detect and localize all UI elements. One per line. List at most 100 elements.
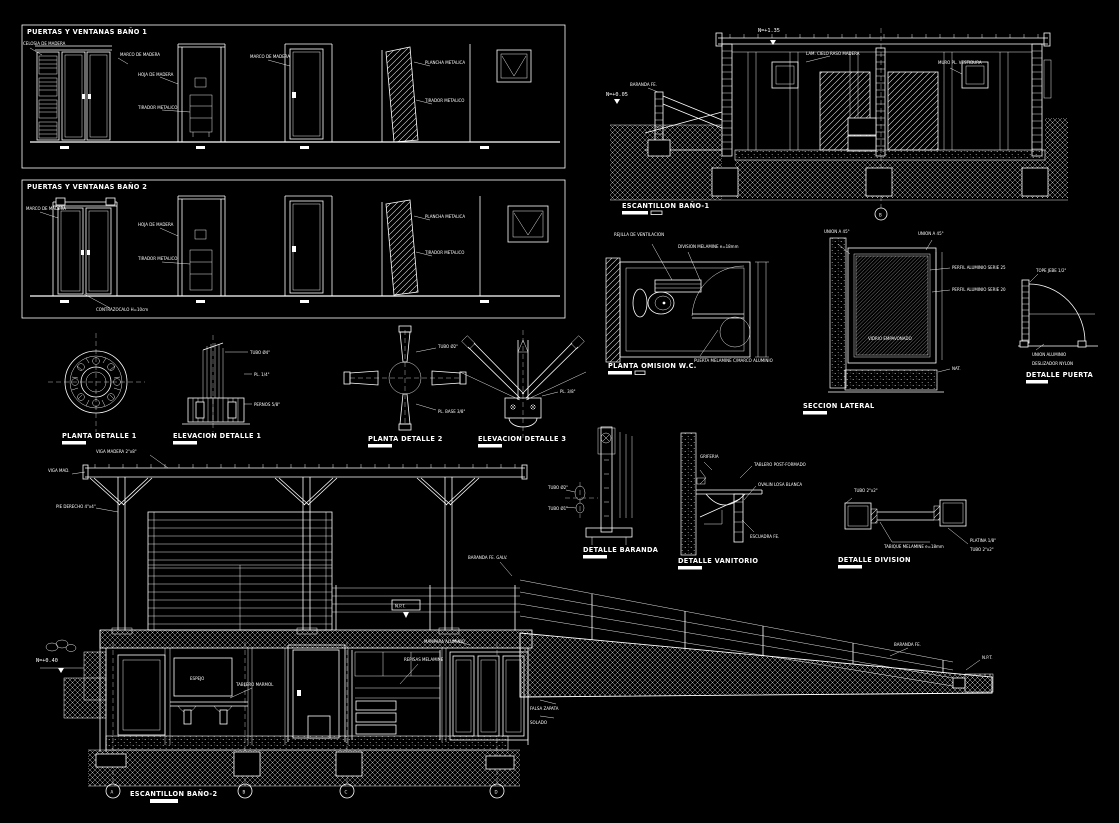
label: PL. 3/8" <box>560 389 576 394</box>
label: TIRADOR METALICO <box>137 105 177 110</box>
esc2-title: ESCANTILLON BAÑO-2 <box>130 789 217 798</box>
vanity-detail: GRIFERIA TABLERO POST-FORMADO OVALIN LOS… <box>678 432 806 570</box>
band2-title: PUERTAS Y VENTANAS BAÑO 2 <box>27 182 147 191</box>
column-base-plan-detail: PLANTA DETALLE 1 <box>48 333 145 445</box>
label: PLANCHA METALICA <box>425 60 465 65</box>
window-lateral-section: UNION A 45° UNION A 45° PERFIL ALUMINIO … <box>803 229 1006 415</box>
label: PUERTA MELAMINE C/MARCO ALUMINIO <box>694 358 773 363</box>
npt-label: N.P.T. <box>395 604 406 609</box>
label: TIRADOR METALICO <box>137 256 177 261</box>
label: VIGA MADERA 2"x8" <box>96 449 137 454</box>
label: CONTRAZOCALO H=10cm <box>96 307 148 312</box>
label: PIE DERECHO 4"x4" <box>56 504 96 509</box>
det-puerta-title: DETALLE PUERTA <box>1026 371 1094 379</box>
npt-ramp-label: N.P.T. <box>982 655 993 660</box>
label: PERFIL ALUMINIO SERIE 20 <box>952 287 1006 292</box>
label: UNION ALUMINIO <box>1032 352 1066 357</box>
entry-ramp: N=+0.05 BARANDA FE. <box>606 82 723 157</box>
label: VIGA MAD. <box>48 468 70 473</box>
railing-post-detail: TUBO Ø2" TUBO Ø1" DETALLE BARANDA <box>547 426 658 559</box>
panel-doors-windows-bath2: PUERTAS Y VENTANAS BAÑO 2 MARCO DE MADER… <box>21 179 566 319</box>
label: UNION A 45° <box>824 229 850 234</box>
label: VIDRIO EMPAVONADO <box>868 336 912 341</box>
building-section: ESPEJO TABLERO MARMOL REPISAS MELAMINE <box>99 629 533 752</box>
label: ESCUADRA FE. <box>750 534 779 539</box>
louver-screen <box>147 511 333 631</box>
window-elevation-2 <box>479 196 549 296</box>
label: BARANDA FE. <box>894 642 921 647</box>
planta-det1-title: PLANTA DETALLE 1 <box>62 432 137 440</box>
label: PLANCHA METALICA <box>425 214 465 219</box>
grid-bubble-d: D <box>495 790 498 795</box>
band1-title: PUERTAS Y VENTANAS BAÑO 1 <box>27 27 147 36</box>
label: TABLERO MARMOL <box>235 682 274 687</box>
left-terrain: N=+0.40 <box>36 639 107 719</box>
door-elevation-2: MARCO DE MADERA <box>250 43 333 142</box>
axis-bubble-label: B <box>879 213 882 218</box>
label: MAMPARA ALUMINIO <box>424 639 465 644</box>
label: DESLIZADOR NYLON <box>1032 361 1073 366</box>
pergola-columns: PIE DERECHO 4"x4" <box>56 477 480 635</box>
cross-connector-plan-detail: TUBO Ø2" PL. BASE 3/8" PLANTA DETALLE 2 <box>343 325 467 448</box>
door-panel-hatched-right <box>887 71 939 151</box>
label: PERFIL ALUMINIO SERIE 25 <box>952 265 1006 270</box>
label: SOLADO <box>530 720 547 725</box>
label: TABIQUE MELAMINE e=18mm <box>883 544 944 549</box>
brace-connection-elevation-detail: PL. 3/8" ELEVACION DETALLE 3 <box>459 330 587 448</box>
level-marker: N=+0.40 <box>36 658 58 664</box>
label: HOJA DE MADERA <box>138 72 174 77</box>
label: TUBO Ø2" <box>437 344 458 349</box>
grid-bubbles: A B C D <box>105 783 505 799</box>
level-marker: N=+1.35 <box>758 28 780 34</box>
wc-plan: REJILLA DE VENTILACION DIVISION MELAMINE… <box>605 232 773 375</box>
label: MURO PL. VESTIDURA <box>938 60 982 65</box>
label: TUBO 2"x2" <box>853 488 878 493</box>
label: TUBO Ø2" <box>547 485 568 490</box>
door-elevation-1: HOJA DE MADERA TIRADOR METALICO <box>137 43 226 142</box>
label: BARANDA FE. GALV. <box>468 555 507 560</box>
esc1-title: ESCANTILLON BAÑO-1 <box>622 201 709 210</box>
label: REPISAS MELAMINE <box>404 657 444 662</box>
stud-walls <box>721 43 1052 157</box>
grid-bubble-b: B <box>243 790 246 795</box>
planta-det2-title: PLANTA DETALLE 2 <box>368 435 443 443</box>
access-ramp: BARANDA FE. N.P.T. FALSA ZAPATA SOLADO <box>519 579 994 725</box>
panel-doors-windows-bath1: PUERTAS Y VENTANAS BAÑO 1 CELOSIA DE MAD… <box>21 24 566 169</box>
label: PL. BASE 3/8" <box>438 409 465 414</box>
elev-det1-title: ELEVACION DETALLE 1 <box>173 432 261 440</box>
label: TIRADOR METALICO <box>424 250 464 255</box>
label: REJILLA DE VENTILACION <box>614 232 664 237</box>
label: OVALIN LOSA BLANCA <box>758 482 802 487</box>
label: TABLERO POST-FORMADO <box>753 462 806 467</box>
label: BARANDA FE. <box>630 82 657 87</box>
pivot-door-hatched-2: PLANCHA METALICA TIRADOR METALICO <box>381 199 465 296</box>
label: HOJA DE MADERA <box>138 222 174 227</box>
label: PLATINA 1/8" <box>970 538 996 543</box>
label: FALSA ZAPATA <box>530 706 559 711</box>
label: TUBO Ø1" <box>547 506 568 511</box>
label: NAT. <box>952 366 961 371</box>
pivot-door-hatched: PLANCHA METALICA TIRADOR METALICO <box>381 46 465 143</box>
label: PERNOS 5/8" <box>254 402 280 407</box>
door-elevation-3: HOJA DE MADERA TIRADOR METALICO <box>137 195 226 296</box>
door-swing-detail: TOPE JEBE 1/2" UNION ALUMINIO DESLIZADOR… <box>1018 268 1098 384</box>
mirror-label: ESPEJO <box>190 676 204 681</box>
door-elevation-4 <box>284 195 333 296</box>
grid-bubble-a: A <box>111 790 114 795</box>
label: UNION A 45° <box>918 231 944 236</box>
label: LAM. CIELO RASO MADERA <box>806 51 860 56</box>
double-door-elevation: MARCO DE MADERA CONTRAZOCALO H=10cm <box>26 197 148 312</box>
label: DIVISION MELAMINE e=18mm <box>678 244 739 249</box>
label: CELOSIA DE MADERA <box>23 41 66 46</box>
det-division-title: DETALLE DIVISION <box>838 556 911 564</box>
section-escantillon-bath1: N=+1.35 LAM. CIELO RASO MADERA MURO PL. … <box>606 28 1068 221</box>
label: TUBO Ø4" <box>249 350 270 355</box>
louver-double-door-elevation: CELOSIA DE MADERA MARCO DE MADERA <box>23 41 160 141</box>
elev-det3-title: ELEVACION DETALLE 3 <box>478 435 566 443</box>
label: PL. 1/4" <box>254 372 270 377</box>
label: MARCO DE MADERA <box>26 206 66 211</box>
column-base-elevation-detail: TUBO Ø4" PL. 1/4" PERNOS 5/8" ELEVACION … <box>173 335 280 445</box>
label: TUBO 2"x2" <box>969 547 994 552</box>
